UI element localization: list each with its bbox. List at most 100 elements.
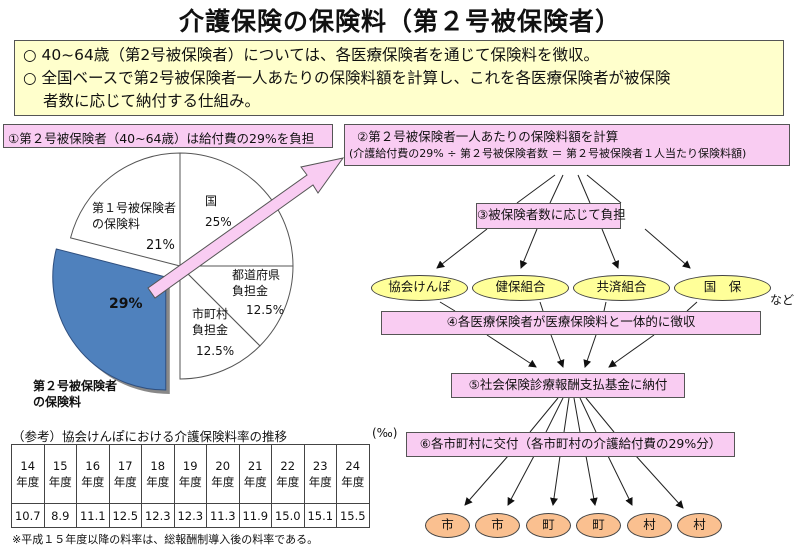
rate-table-value-cell: 11.3 — [206, 503, 240, 528]
connector-line — [539, 301, 544, 312]
pie-slice — [52, 248, 167, 391]
step3-box: ③被保険者数に応じて負担 — [476, 203, 626, 229]
step5-box: ⑤社会保険診療報酬支払基金に納付 — [451, 373, 685, 398]
arrow-to-municipality — [635, 455, 684, 509]
year-number: 19 — [182, 459, 198, 473]
arrow-to-fund — [608, 334, 655, 368]
connector-lines — [436, 174, 698, 509]
year-number: 16 — [85, 459, 101, 473]
summary-line: 者数に応じて納付する仕組み。 — [43, 92, 261, 110]
connector-line — [586, 174, 622, 204]
insurer-kyokai-kenpo: 協会けんぽ — [371, 275, 468, 301]
insurer-kyosai-kumiai: 共済組合 — [573, 275, 670, 301]
rate-table-value-cell: 15.5 — [336, 503, 370, 528]
year-suffix: 年度 — [48, 475, 72, 489]
pie-label-text: 負担金 — [232, 284, 269, 298]
arrow-to-insurer — [601, 228, 620, 269]
year-number: 17 — [117, 459, 133, 473]
rate-table-value-cell: 10.7 — [11, 503, 45, 528]
municipality-town: 町 — [526, 513, 571, 538]
arrow-to-municipality — [607, 455, 633, 506]
connector-line — [545, 397, 564, 433]
pie-label-prefecture: 都道府県 負担金 12.5% — [232, 267, 284, 318]
year-suffix: 年度 — [113, 475, 137, 489]
step2-box: ②第２号被保険者一人あたりの保険料額を計算 (介護給付費の29% ÷ 第２号被保… — [344, 124, 790, 166]
insurers-etc-label: など — [770, 293, 795, 307]
pie-slice — [178, 265, 294, 347]
municipality-city: 市 — [425, 513, 470, 538]
connector-line — [686, 301, 698, 312]
pie-label-text: の保険料 — [33, 395, 82, 409]
connector-line — [563, 397, 570, 433]
step4-box: ④各医療保険者が医療保険料と一体的に徴収 — [381, 311, 761, 335]
pie-label-text: 国 — [205, 194, 218, 208]
rate-table-footnote: ※平成１５年度以降の料率は、総報酬制導入後の料率である。 — [12, 533, 319, 546]
year-number: 24 — [345, 459, 361, 473]
step2-title: ②第２号被保険者一人あたりの保険料額を計算 — [357, 129, 619, 144]
summary-line: ○ 全国ベースで第2号被保険者一人あたりの保険料額を計算し、これを各医療保険者が… — [23, 69, 671, 87]
insurer-kenpo-kumiai: 健保組合 — [472, 275, 569, 301]
pie-slice — [179, 152, 294, 267]
pie-slice — [179, 264, 261, 380]
rate-table-value-cell: 15.0 — [271, 503, 305, 528]
rate-table-value-cell: 12.3 — [141, 503, 175, 528]
connector-line — [439, 301, 456, 312]
municipality-village: 村 — [627, 513, 672, 538]
rate-table-value-cell: 15.1 — [303, 503, 337, 528]
year-number: 18 — [150, 459, 166, 473]
summary-box: ○ 40~64歳（第2号被保険者）については、各医療保険者を通じて保険料を徴収。… — [14, 40, 784, 116]
arrow-to-insurer — [436, 228, 488, 269]
big-flow-arrow — [147, 157, 345, 299]
connector-line — [585, 397, 615, 433]
step1-box: ①第２号被保険者（40~64歳）は給付費の29%を負担 — [3, 124, 333, 148]
municipality-village: 村 — [677, 513, 722, 538]
arrow-to-fund — [583, 334, 597, 368]
pie-label-first-insured: 第１号被保険者 の保険料 21% — [92, 200, 176, 254]
year-number: 23 — [312, 459, 328, 473]
insurer-kokuho: 国 保 — [674, 275, 771, 301]
arrow-to-municipality — [464, 455, 509, 506]
connector-line — [516, 174, 556, 204]
municipality-town: 町 — [576, 513, 621, 538]
year-suffix: 年度 — [243, 475, 267, 489]
summary-line: ○ 40~64歳（第2号被保険者）については、各医療保険者を通じて保険料を徴収。 — [23, 46, 599, 64]
pie-slice — [69, 152, 181, 267]
arrow-to-municipality — [507, 455, 535, 506]
year-suffix: 年度 — [308, 475, 332, 489]
pie-label-value: 21% — [146, 238, 175, 253]
rate-table-year-cell: 24 年度 — [336, 444, 370, 504]
pie-label-text: 都道府県 — [232, 268, 281, 282]
rate-table-value-cell: 12.3 — [173, 503, 207, 528]
rate-table-value-cell: 11.9 — [238, 503, 272, 528]
step2-formula: (介護給付費の29% ÷ 第２号被保険者数 ＝ 第２号被保険者１人当たり保険料額… — [349, 147, 747, 160]
year-suffix: 年度 — [146, 475, 170, 489]
rate-table-value-cell: 8.9 — [43, 503, 77, 528]
connector-line — [577, 174, 591, 204]
municipality-city: 市 — [475, 513, 520, 538]
pie-label-text: 第１号被保険者 — [92, 201, 177, 215]
arrow-to-insurer — [644, 228, 691, 269]
rate-table-year-cell: 23 年度 — [303, 444, 337, 504]
year-suffix: 年度 — [211, 475, 235, 489]
rate-table-value-cell: 12.5 — [108, 503, 142, 528]
year-suffix: 年度 — [341, 475, 365, 489]
pie-chart — [52, 152, 294, 395]
arrow-to-insurer — [519, 228, 538, 269]
year-number: 20 — [215, 459, 231, 473]
pie-label-text: の保険料 — [92, 217, 141, 231]
pie-label-second-insured: 第２号被保険者 の保険料 — [33, 378, 117, 410]
page-title: 介護保険の保険料（第２号被保険者） — [178, 7, 621, 36]
year-suffix: 年度 — [16, 475, 40, 489]
connector-line — [579, 397, 597, 433]
arrow-to-fund — [486, 334, 537, 368]
rate-table-year-cell: 17 年度 — [108, 444, 142, 504]
connector-line — [549, 174, 564, 204]
rate-table-value-cell: 11.1 — [76, 503, 110, 528]
